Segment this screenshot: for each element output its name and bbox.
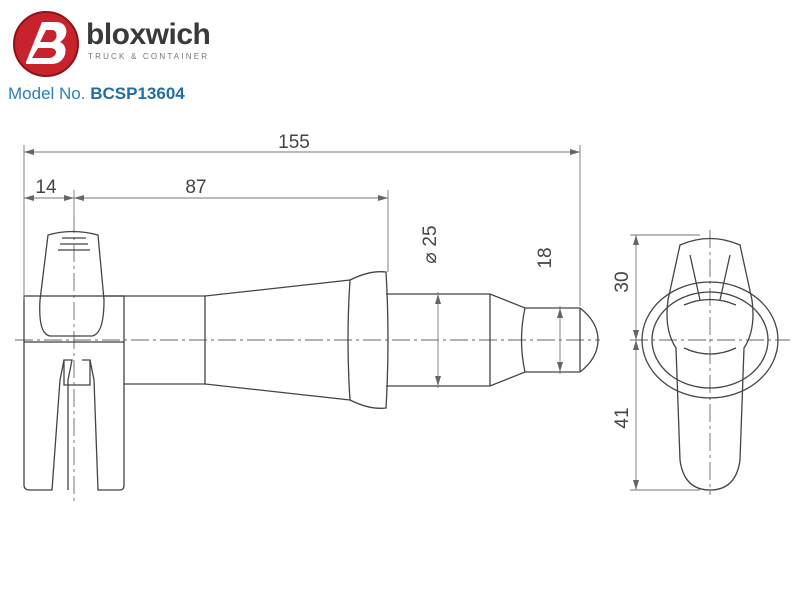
brand-tagline: TRUCK & CONTAINER xyxy=(88,52,210,61)
model-label: Model No. xyxy=(8,84,86,103)
side-view-shaft xyxy=(104,271,599,409)
dim-overall-length: 155 xyxy=(278,132,310,153)
dimension-arrows xyxy=(24,149,639,490)
side-view-handle xyxy=(23,230,125,491)
dim-shaft-length: 87 xyxy=(185,177,206,198)
end-view xyxy=(641,237,779,491)
logo-b-mark-icon xyxy=(26,22,67,64)
bloxwich-logo xyxy=(13,11,79,77)
dimension-lines xyxy=(23,145,700,491)
dim-head-width: 14 xyxy=(35,177,57,198)
center-lines xyxy=(15,215,790,505)
model-number: BCSP13604 xyxy=(90,84,185,103)
model-line: Model No. BCSP13604 xyxy=(8,84,185,104)
dim-tip-diameter: 18 xyxy=(535,247,556,268)
dim-collar-diameter: 25 xyxy=(420,225,441,246)
dim-upper-height: 30 xyxy=(612,271,633,292)
brand-name: bloxwich xyxy=(86,18,211,51)
dim-lower-height: 41 xyxy=(612,407,633,428)
dim-collar-diameter-group: ⌀ 25 xyxy=(420,225,441,263)
dim-collar-diameter-prefix: ⌀ xyxy=(420,252,441,263)
